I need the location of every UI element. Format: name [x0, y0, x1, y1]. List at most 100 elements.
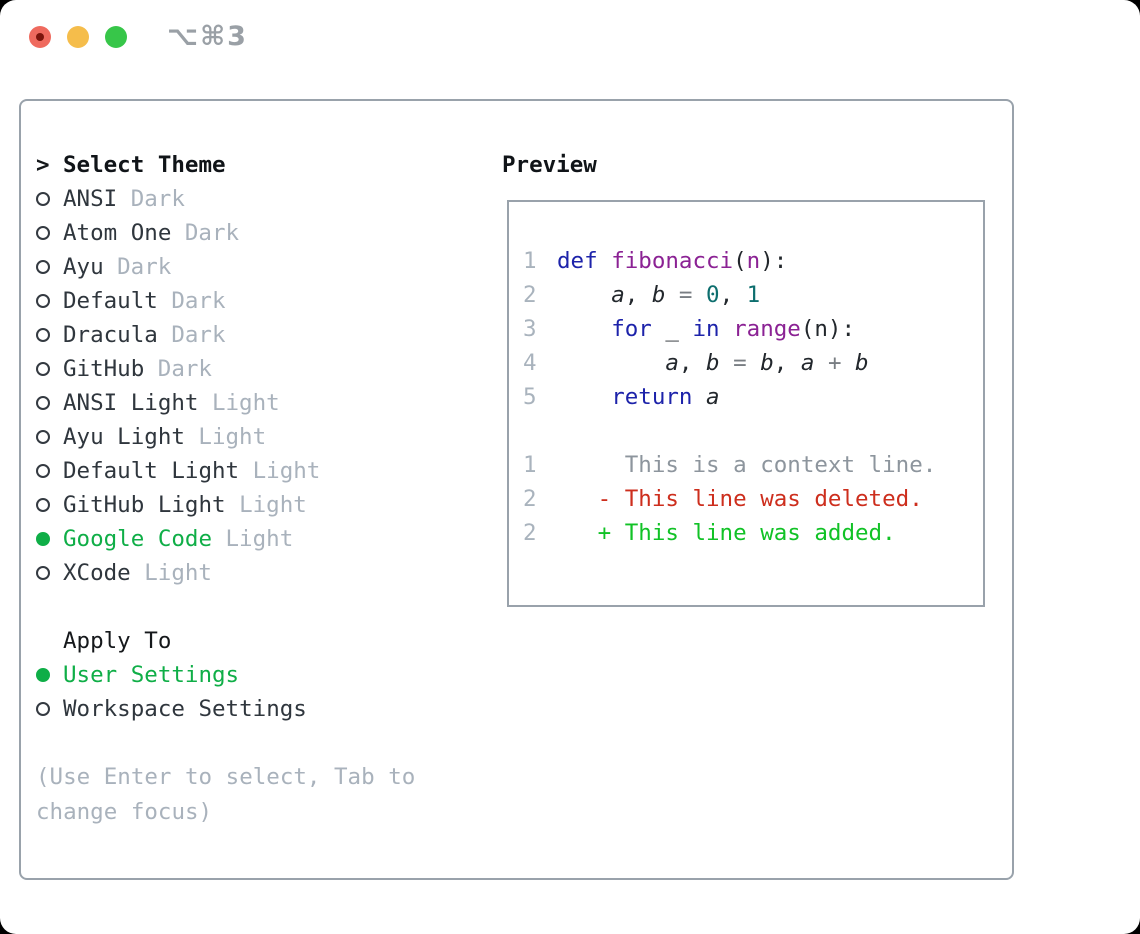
token: - This line was deleted.: [557, 486, 923, 512]
line-content: a, b = 0, 1: [557, 278, 760, 312]
token: fibonacci: [611, 248, 734, 274]
token: [747, 350, 761, 376]
spacer: [36, 726, 496, 760]
token: [814, 350, 828, 376]
token: for: [611, 316, 652, 342]
theme-variant-tag: Light: [144, 560, 212, 586]
theme-item-default[interactable]: Default Dark: [36, 284, 496, 318]
line-number: 2: [523, 486, 537, 512]
line-number: 2: [523, 520, 537, 546]
token: def: [557, 248, 598, 274]
token: n: [746, 248, 761, 274]
token: b: [855, 350, 869, 376]
theme-name: ANSI: [63, 186, 118, 212]
theme-name: Default: [63, 288, 158, 314]
token: [841, 350, 855, 376]
theme-variant-tag: Light: [211, 390, 280, 416]
token: [692, 282, 706, 308]
radio-icon: [36, 566, 50, 580]
line-number: 1: [523, 452, 537, 478]
theme-variant-tag: Light: [225, 526, 294, 552]
radio-selected-icon: [36, 668, 50, 682]
spacer: [36, 590, 496, 624]
token: [692, 384, 706, 410]
line-content: for _ in range(n):: [557, 312, 855, 346]
line-content: + This line was added.: [557, 516, 896, 550]
preview-line: 2 + This line was added.: [523, 516, 983, 550]
theme-variant-tag: Light: [239, 492, 307, 518]
radio-icon: [36, 362, 50, 376]
close-button[interactable]: [29, 26, 51, 48]
theme-name: XCode: [63, 560, 131, 586]
line-content: - This line was deleted.: [557, 482, 923, 516]
token: +: [827, 350, 842, 376]
radio-icon: [36, 192, 50, 206]
token: 1: [746, 282, 761, 308]
token: a: [611, 282, 625, 308]
token: =: [733, 350, 747, 376]
token: [665, 282, 679, 308]
theme-variant-tag: Dark: [171, 288, 226, 314]
theme-item-xcode[interactable]: XCode Light: [36, 556, 496, 590]
apply-option-user-settings[interactable]: User Settings: [36, 658, 496, 692]
token: b: [706, 350, 720, 376]
token: (: [733, 248, 747, 274]
token: a: [800, 350, 815, 376]
select-theme-header: > Select Theme: [36, 148, 496, 182]
theme-item-google-code[interactable]: Google Code Light: [36, 522, 496, 556]
theme-variant-tag: Dark: [171, 322, 226, 348]
minimize-button[interactable]: [67, 26, 89, 48]
traffic-lights: [29, 26, 127, 48]
token: in: [692, 316, 720, 342]
token: ):: [760, 248, 788, 274]
line-number: [523, 414, 557, 448]
preview-line: 3 for _ in range(n):: [523, 312, 983, 346]
token: range: [733, 316, 801, 342]
token: + This line was added.: [557, 520, 896, 546]
theme-variant-tag: Dark: [130, 186, 185, 212]
token: ,: [719, 282, 747, 308]
radio-icon: [36, 328, 50, 342]
apply-option-workspace-settings[interactable]: Workspace Settings: [36, 692, 496, 726]
preview-header: Preview: [502, 152, 597, 178]
radio-icon: [36, 396, 50, 410]
token: (n):: [800, 316, 856, 342]
theme-name: Dracula: [63, 322, 158, 348]
radio-icon: [36, 294, 50, 308]
token: This is a context line.: [557, 452, 937, 478]
preview-line: [523, 414, 983, 448]
line-number: 4: [523, 350, 537, 376]
token: b: [651, 282, 666, 308]
theme-item-ansi[interactable]: ANSI Dark: [36, 182, 496, 216]
theme-variant-tag: Dark: [157, 356, 212, 382]
theme-item-dracula[interactable]: Dracula Dark: [36, 318, 496, 352]
apply-to-label: Apply To: [63, 628, 172, 654]
theme-name: Google Code: [63, 526, 213, 552]
token: [557, 384, 611, 410]
window-title: ⌥⌘3: [167, 21, 248, 52]
theme-variant-tag: Dark: [184, 220, 240, 246]
help-text: (Use Enter to select, Tab to change focu…: [36, 764, 416, 825]
zoom-button[interactable]: [105, 26, 127, 48]
line-number: 2: [523, 282, 537, 308]
theme-variant-tag: Dark: [117, 254, 172, 280]
preview-line: 2 - This line was deleted.: [523, 482, 983, 516]
cursor-caret-icon: >: [36, 152, 50, 178]
token: =: [678, 282, 693, 308]
apply-option-label: User Settings: [63, 662, 240, 688]
select-theme-label: Select Theme: [63, 152, 226, 178]
preview-line: 5 return a: [523, 380, 983, 414]
titlebar: ⌥⌘3: [0, 0, 1140, 75]
token: [598, 248, 612, 274]
theme-variant-tag: Light: [252, 458, 321, 484]
